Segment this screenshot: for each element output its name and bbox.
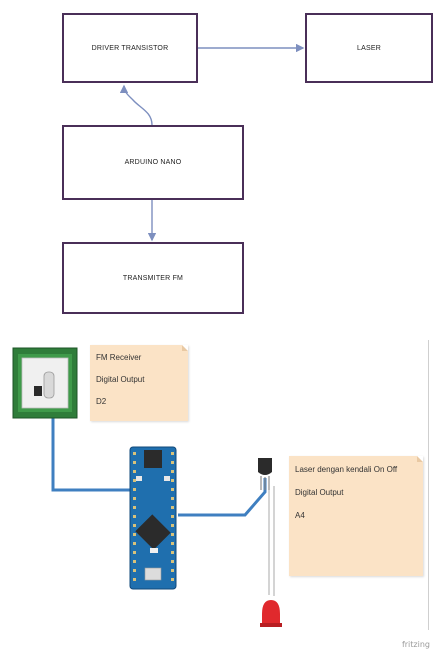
arduino-pin	[133, 560, 136, 563]
arduino-pin	[171, 551, 174, 554]
arduino-pin-header	[133, 452, 174, 581]
arduino-pin	[171, 560, 174, 563]
arduino-pin	[171, 578, 174, 581]
laser-note-line-2: Digital Output	[295, 488, 344, 497]
fm-receiver-wire	[51, 418, 140, 492]
fm-receiver-note: FM Receiver Digital Output D2	[90, 345, 188, 421]
fm-note-line-2: Digital Output	[96, 375, 145, 384]
note-fold-icon	[182, 345, 188, 351]
arduino-pin	[171, 524, 174, 527]
laser-note: Laser dengan kendali On Off Digital Outp…	[289, 456, 423, 576]
arduino-pin	[133, 515, 136, 518]
note-fold-icon	[417, 456, 423, 462]
laser-label: LASER	[357, 44, 381, 52]
arduino-to-driver-arrow	[119, 84, 153, 126]
fritzing-watermark: fritzing	[401, 640, 430, 649]
transistor	[258, 458, 272, 490]
arduino-nano-board	[129, 446, 177, 590]
arduino-pin	[133, 533, 136, 536]
arduino-pin	[133, 542, 136, 545]
arduino-pin	[133, 524, 136, 527]
arduino-pin	[133, 479, 136, 482]
arduino-pin	[133, 488, 136, 491]
fm-receiver-module	[12, 347, 78, 419]
driver-transistor-label: DRIVER TRANSISTOR	[91, 44, 169, 52]
arduino-pin	[133, 461, 136, 464]
arduino-pin	[171, 461, 174, 464]
arduino-pin	[171, 452, 174, 455]
arduino-pin	[133, 497, 136, 500]
arduino-pin	[133, 506, 136, 509]
arduino-pin	[133, 551, 136, 554]
arduino-pin	[171, 506, 174, 509]
arduino-nano-block: ARDUINO NANO	[62, 125, 244, 200]
arduino-pin	[171, 515, 174, 518]
arduino-pin	[171, 479, 174, 482]
laser-note-line-3: A4	[295, 511, 305, 520]
arduino-pin	[171, 569, 174, 572]
arduino-pin	[171, 542, 174, 545]
arduino-pin	[133, 569, 136, 572]
laser-block: LASER	[305, 13, 433, 83]
laser-led	[260, 600, 282, 627]
arduino-pin	[171, 533, 174, 536]
arduino-pin	[133, 578, 136, 581]
fm-note-line-3: D2	[96, 397, 107, 406]
laser-note-line-1: Laser dengan kendali On Off	[295, 465, 398, 474]
arduino-pin	[133, 452, 136, 455]
arduino-pin	[133, 470, 136, 473]
transmitter-fm-label: TRANSMITER FM	[122, 274, 184, 282]
transmitter-fm-block: TRANSMITER FM	[62, 242, 244, 314]
arduino-pin	[171, 470, 174, 473]
fm-note-line-1: FM Receiver	[96, 353, 142, 362]
canvas-edge-divider	[428, 340, 429, 630]
arduino-nano-label: ARDUINO NANO	[124, 159, 182, 166]
laser-control-wire	[178, 478, 267, 517]
arduino-pin	[171, 488, 174, 491]
arduino-pin	[171, 497, 174, 500]
driver-transistor-block: DRIVER TRANSISTOR	[62, 13, 198, 83]
